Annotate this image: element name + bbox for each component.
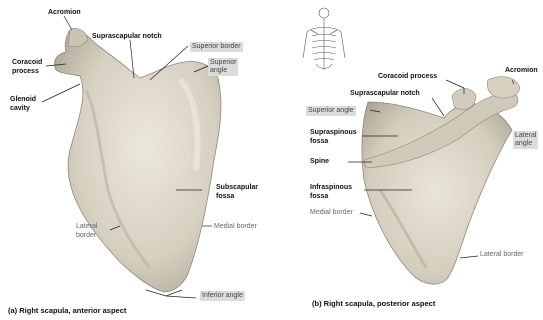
- label-lateral-angle-1: Lateral: [515, 132, 536, 139]
- label-inferior-angle: Inferior angle: [200, 291, 245, 301]
- label-infraspinous-fossa-2: fossa: [310, 193, 328, 201]
- label-lateral-border-1: Lateral: [76, 223, 97, 231]
- label-supraspinous-fossa-2: fossa: [310, 138, 328, 146]
- label-acromion-anterior: Acromion: [48, 9, 81, 17]
- caption-posterior: (b) Right scapula, posterior aspect: [312, 299, 435, 308]
- skeleton-icon: [303, 8, 345, 70]
- label-glenoid-cavity-1: Glenoid: [10, 96, 36, 104]
- label-infraspinous-fossa-1: Infraspinous: [310, 184, 352, 192]
- label-medial-border-anterior: Medial border: [214, 223, 257, 231]
- label-lateral-angle: Lateral angle: [513, 131, 538, 149]
- label-acromion-posterior: Acromion: [505, 67, 538, 75]
- label-superior-angle-anterior: Superior angle: [208, 58, 238, 76]
- label-glenoid-cavity-2: cavity: [10, 105, 30, 113]
- label-subscapular-fossa-1: Subscapular: [216, 184, 258, 192]
- label-superior-angle-posterior: Superior angle: [306, 106, 356, 116]
- label-coracoid-process-posterior: Coracoid process: [378, 73, 437, 81]
- caption-anterior: (a) Right scapula, anterior aspect: [8, 306, 126, 315]
- label-coracoid-process-anterior-1: Coracoid: [12, 59, 42, 67]
- label-spine: Spine: [310, 158, 329, 166]
- label-superior-angle-anterior-1: Superior: [210, 59, 236, 66]
- label-lateral-angle-2: angle: [515, 140, 532, 147]
- label-lateral-border-2: border: [76, 232, 96, 240]
- anterior-scapula: [54, 28, 221, 292]
- label-suprascapular-notch-anterior: Suprascapular notch: [92, 33, 162, 41]
- label-lateral-border-posterior: Lateral border: [480, 251, 524, 259]
- label-superior-border: Superior border: [190, 42, 243, 52]
- label-suprascapular-notch-posterior: Suprascapular notch: [350, 90, 420, 98]
- label-superior-angle-anterior-2: angle: [210, 67, 227, 74]
- label-medial-border-posterior: Medial border: [310, 209, 353, 217]
- label-coracoid-process-anterior-2: process: [12, 68, 39, 76]
- label-supraspinous-fossa-1: Supraspinous: [310, 129, 357, 137]
- label-subscapular-fossa-2: fossa: [216, 193, 234, 201]
